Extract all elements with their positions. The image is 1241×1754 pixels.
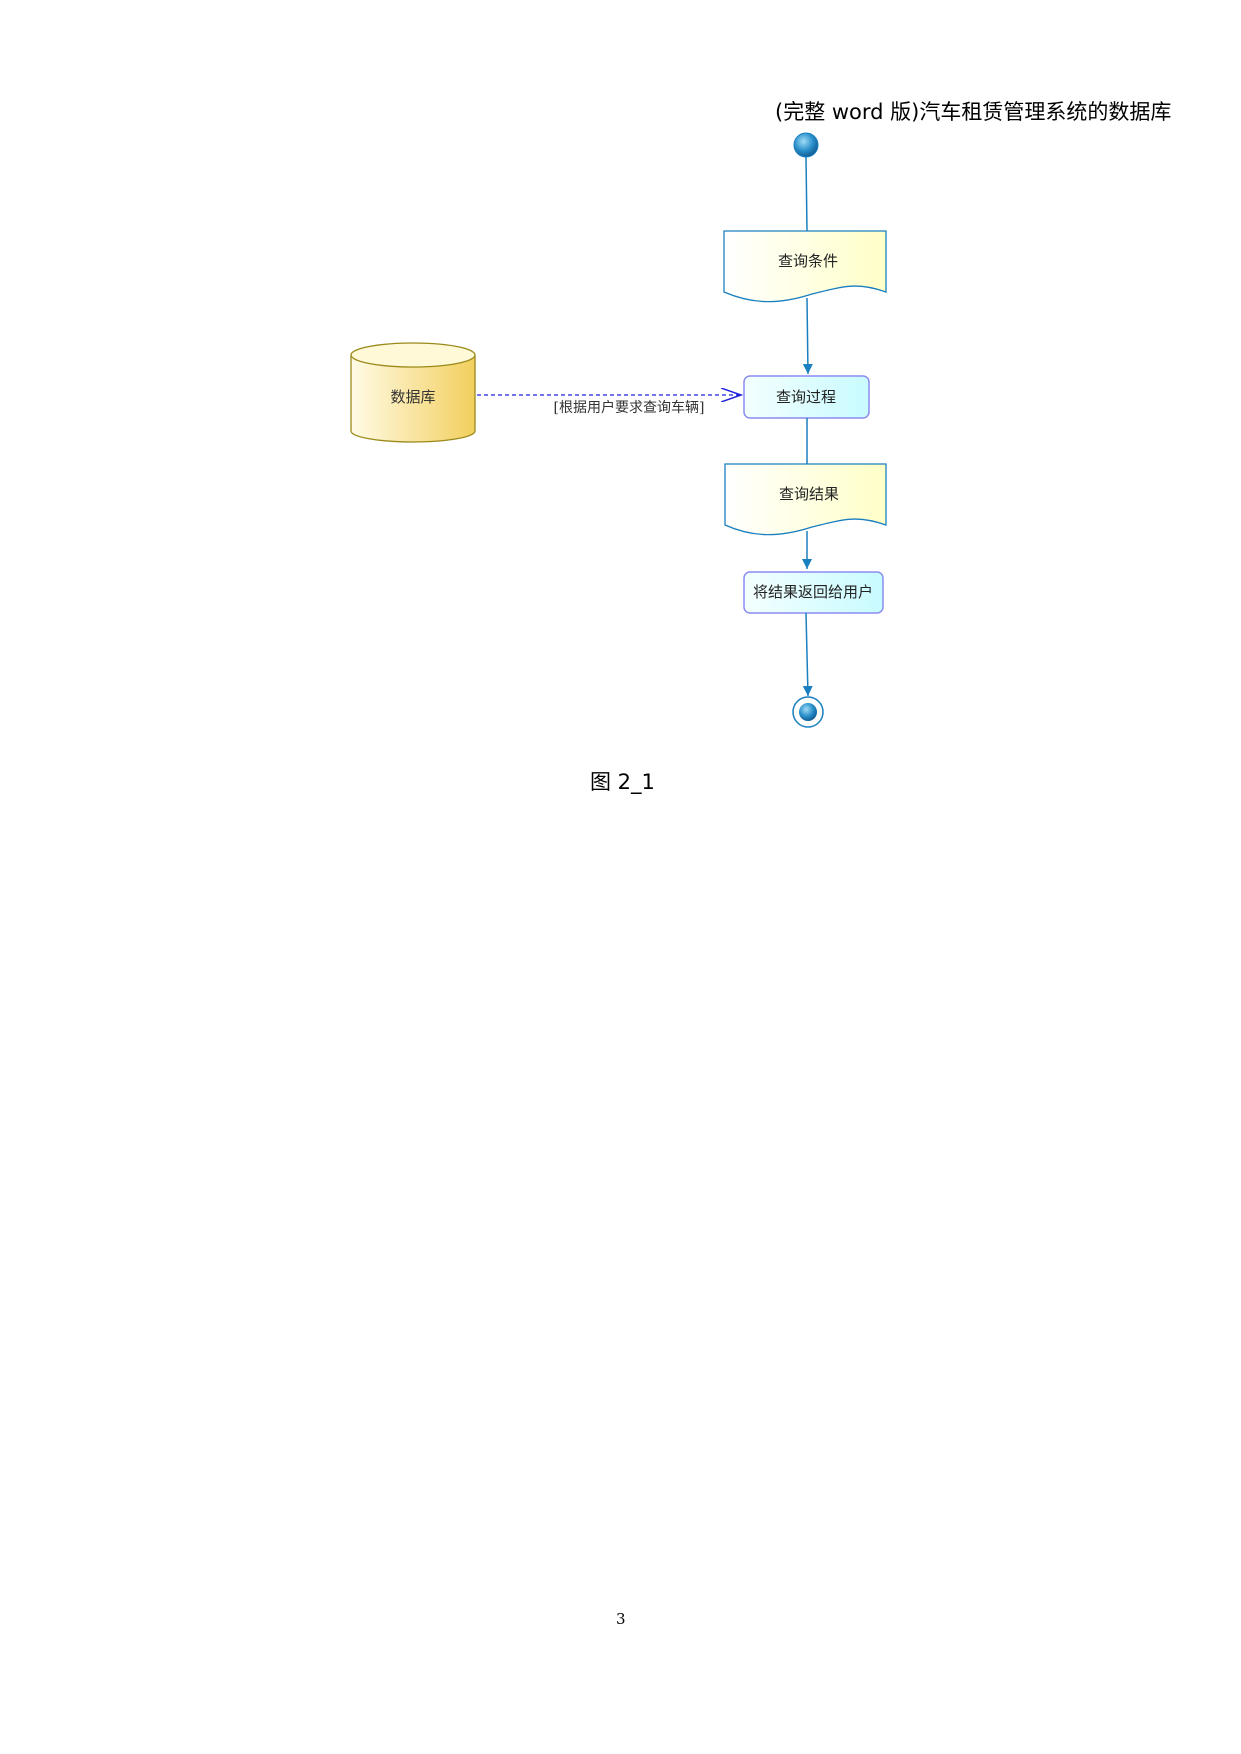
- flow-start-to-conditions: [805, 156, 808, 232]
- query-process-label: 查询过程: [776, 388, 836, 406]
- return-results-label: 将结果返回给用户: [753, 583, 873, 601]
- query-results-node: [724, 463, 887, 536]
- document-header-title: (完整 word 版)汽车租赁管理系统的数据库: [775, 100, 1172, 124]
- query-conditions-label: 查询条件: [778, 252, 838, 270]
- return-results-node: [743, 571, 884, 614]
- flow-return-to-end: [802, 612, 813, 697]
- figure-caption: 图 2_1: [590, 770, 655, 794]
- database-label: 数据库: [390, 388, 435, 406]
- database-link-label: [根据用户要求查询车辆]: [554, 399, 705, 416]
- database-node: [350, 342, 476, 443]
- end-node: [792, 696, 824, 728]
- page-number: 3: [616, 1610, 626, 1628]
- query-results-label: 查询结果: [779, 485, 839, 503]
- activity-diagram: 查询条件 查询过程 数据库 [根据用户要求查询车辆] 查询结果 将结果返回给用户: [350, 132, 887, 728]
- query-conditions-node: [723, 230, 887, 303]
- start-node: [793, 132, 819, 158]
- flow-conditions-to-process: [802, 297, 813, 375]
